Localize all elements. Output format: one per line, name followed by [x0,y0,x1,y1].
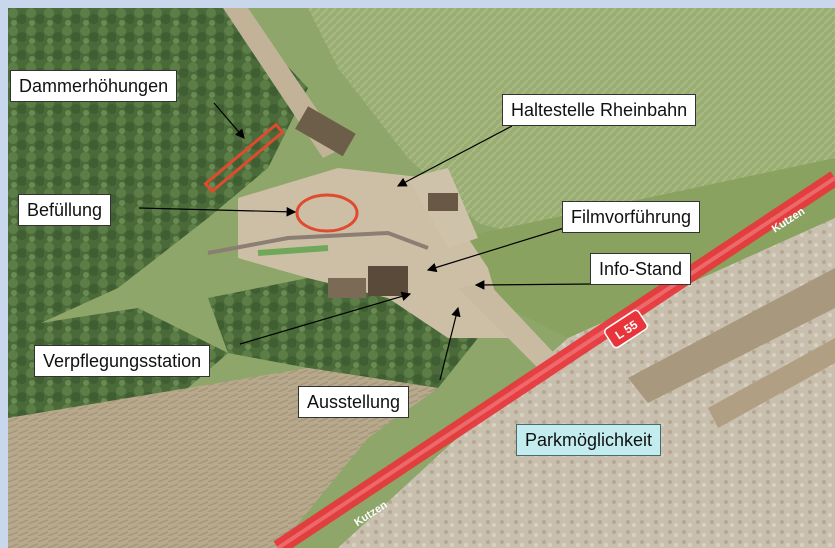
label-parkmoeglichkeit: Parkmöglichkeit [516,424,662,456]
label-info-stand: Info-Stand [590,253,692,285]
label-filmvorfuehrung: Filmvorführung [562,201,701,233]
road-l55 [273,171,835,548]
label-befuellung: Befüllung [18,194,112,226]
label-verpflegung: Verpflegungsstation [34,345,211,377]
label-haltestelle: Haltestelle Rheinbahn [502,94,697,126]
filling-marker [295,193,359,233]
label-ausstellung: Ausstellung [298,386,410,418]
road-shield: L 55 [604,309,648,349]
aerial-map[interactable]: L 55 Kutzen Kutzen [8,8,835,548]
dam-marker [203,122,285,194]
label-dammerhoehungen: Dammerhöhungen [10,70,178,102]
